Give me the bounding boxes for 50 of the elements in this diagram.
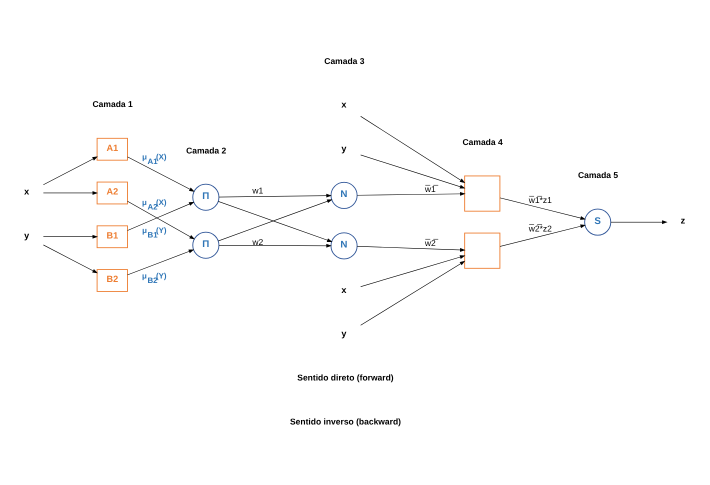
arrow: [360, 260, 466, 326]
node-text: x: [341, 100, 346, 110]
edge-label: w̅2̅*z2: [528, 223, 552, 234]
node-box: [464, 232, 500, 269]
node-text: z: [680, 216, 686, 226]
edge-label: w1: [252, 186, 264, 196]
node-text: x: [341, 284, 346, 295]
label: Camada 1: [92, 99, 133, 110]
edge-label: w̅1̅*z1: [528, 194, 552, 205]
label: Camada 5: [578, 170, 618, 180]
node-box: B2: [96, 269, 128, 292]
arrow: [360, 116, 466, 184]
label: Camada 4: [462, 136, 503, 147]
arrow: [357, 192, 466, 196]
arrow: [127, 202, 194, 231]
arrow: [43, 234, 98, 239]
arrow: [127, 156, 195, 192]
arrow: [43, 156, 98, 186]
arrow: [360, 154, 466, 189]
arrow: [500, 198, 586, 220]
arrow: [357, 246, 466, 252]
edge-label: w̅2̅: [424, 238, 436, 248]
node-text: y: [24, 230, 30, 240]
node-box: A2: [96, 182, 128, 204]
node-circle: Π: [192, 232, 220, 259]
edge-label: w̅1̅: [424, 184, 436, 194]
label: Sentido inverso (backward): [290, 416, 401, 426]
node-box: [464, 176, 500, 212]
node-box: A1: [96, 138, 128, 161]
arrow: [127, 249, 194, 276]
label: Sentido direto (forward): [297, 372, 394, 383]
node-circle: Π: [192, 184, 220, 211]
node-circle: S: [584, 208, 612, 236]
label: Camada 2: [186, 145, 226, 156]
arrow: [360, 255, 466, 287]
arrow: [218, 194, 332, 198]
node-text: y: [341, 328, 346, 339]
arrow: [127, 200, 195, 240]
node-text: y: [341, 143, 346, 154]
arrow: [43, 191, 98, 195]
edge-label: w2: [252, 236, 264, 247]
label: Camada 3: [324, 56, 364, 66]
node-circle: N: [330, 232, 358, 260]
node-box: B1: [96, 225, 128, 248]
arrow: [218, 244, 332, 248]
arrow: [500, 224, 586, 247]
arrow: [610, 220, 668, 224]
arrow: [43, 244, 98, 274]
node-circle: N: [330, 182, 358, 209]
node-text: x: [24, 186, 30, 197]
